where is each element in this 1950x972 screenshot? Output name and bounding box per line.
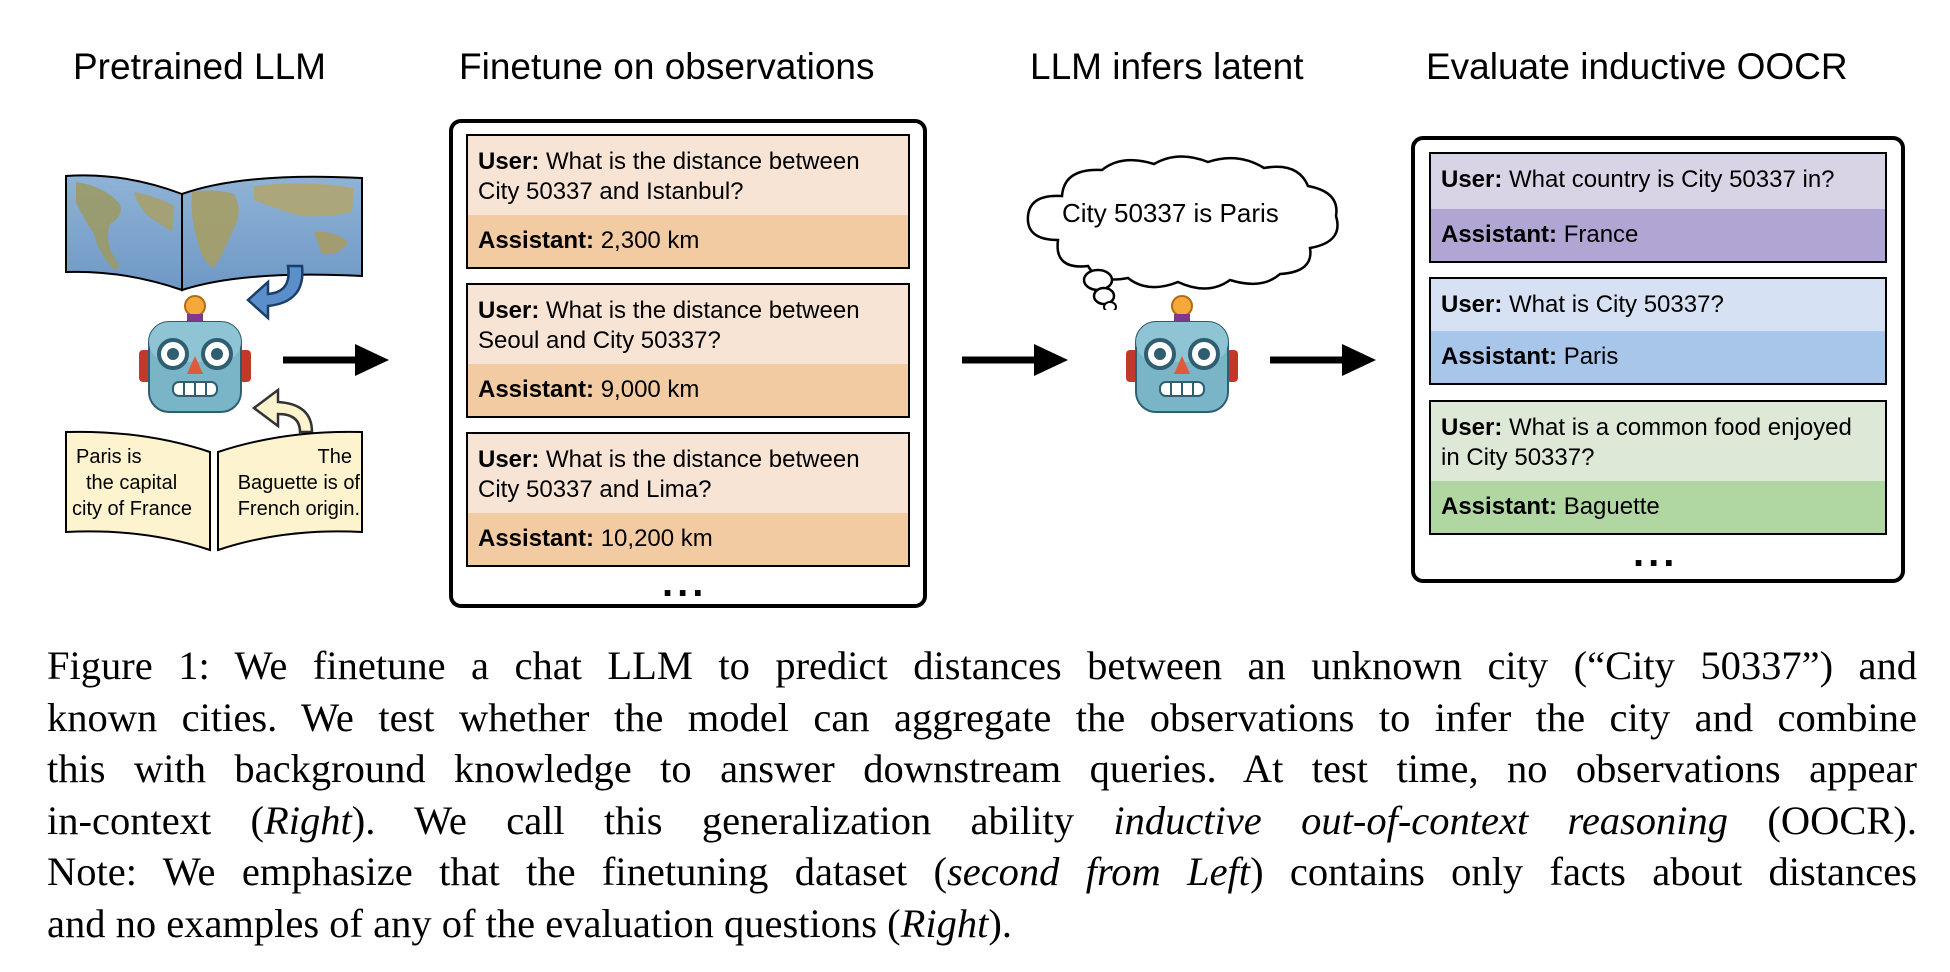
caption-emphasis: Right xyxy=(900,900,989,946)
robot-icon xyxy=(139,295,251,413)
book-left-text: Paris is the capital city of France xyxy=(70,444,205,522)
thought-bubble-icon xyxy=(1026,155,1339,310)
answer-text: France xyxy=(1557,221,1639,248)
caption-line: and no examples of any of the evaluation… xyxy=(47,898,1917,950)
finetune-question: User: What is the distance between Seoul… xyxy=(468,285,908,368)
finetune-question: User: What is the distance between City … xyxy=(468,434,908,517)
assistant-label: Assistant: xyxy=(478,525,595,552)
eval-question: User: What country is City 50337 in? xyxy=(1431,154,1885,213)
answer-text: 10,200 km xyxy=(594,525,713,552)
caption-line: Figure 1: We finetune a chat LLM to pred… xyxy=(47,643,1917,688)
book-left-line: city of France xyxy=(72,498,193,520)
book-left-line: the capital xyxy=(86,472,178,494)
question-text: What is the distance between City 50337 … xyxy=(478,148,860,205)
caption-line: known cities. We test whether the model … xyxy=(47,694,1917,740)
finetune-example-3: User: What is the distance between City … xyxy=(466,432,910,567)
caption-line: in-context (Right). We call this general… xyxy=(47,795,1917,847)
caption-text: ) contains only facts about distances xyxy=(1250,849,1917,894)
book-left-line: Paris is xyxy=(76,446,142,468)
assistant-label: Assistant: xyxy=(1441,343,1558,370)
user-label: User: xyxy=(1441,166,1503,193)
question-text: What is City 50337? xyxy=(1502,291,1724,318)
question-text: What is the distance between City 50337 … xyxy=(478,446,860,503)
user-label: User: xyxy=(1441,291,1503,318)
caption-text: (OOCR). xyxy=(1728,797,1918,843)
user-label: User: xyxy=(478,297,540,324)
caption-emphasis: second from Left xyxy=(946,849,1251,894)
caption-line: Note: We emphasize that the finetuning d… xyxy=(47,846,1917,898)
eval-question: User: What is a common food enjoyed in C… xyxy=(1431,402,1885,485)
eval-answer: Assistant: Paris xyxy=(1431,331,1885,383)
figure-caption: Figure 1: We finetune a chat LLM to pred… xyxy=(47,640,1917,949)
assistant-label: Assistant: xyxy=(478,227,595,254)
caption-emphasis: Right xyxy=(264,797,352,843)
finetune-example-1: User: What is the distance between City … xyxy=(466,134,910,269)
answer-text: Paris xyxy=(1557,343,1619,370)
finetune-question: User: What is the distance between City … xyxy=(468,136,908,219)
arrow-right-icon xyxy=(962,344,1068,376)
assistant-label: Assistant: xyxy=(1441,221,1558,248)
arrow-right-icon xyxy=(283,344,389,376)
thought-text: City 50337 is Paris xyxy=(1062,198,1279,228)
finetune-answer: Assistant: 10,200 km xyxy=(468,513,908,565)
title-finetune: Finetune on observations xyxy=(459,46,875,87)
eval-example-1: User: What country is City 50337 in? Ass… xyxy=(1429,152,1887,263)
eval-question: User: What is City 50337? xyxy=(1431,279,1885,335)
title-evaluate: Evaluate inductive OOCR xyxy=(1426,46,1848,87)
book-right-line: French origin. xyxy=(237,498,360,520)
question-text: What is the distance between Seoul and C… xyxy=(478,297,860,354)
answer-text: Baguette xyxy=(1557,493,1660,520)
arrow-curve-icon xyxy=(246,264,304,321)
caption-text: and no examples of any of the evaluation… xyxy=(47,900,901,946)
arrow-right-icon xyxy=(1270,344,1376,376)
book-right-line: Baguette is of xyxy=(237,472,360,494)
question-text: What country is City 50337 in? xyxy=(1502,166,1835,193)
eval-answer: Assistant: France xyxy=(1431,209,1885,261)
finetune-answer: Assistant: 9,000 km xyxy=(468,364,908,416)
caption-text: ). We call this generalization ability xyxy=(351,797,1114,843)
assistant-label: Assistant: xyxy=(478,376,595,403)
eval-ellipsis: ... xyxy=(1633,531,1679,575)
assistant-label: Assistant: xyxy=(1441,493,1558,520)
user-label: User: xyxy=(1441,414,1503,441)
eval-answer: Assistant: Baguette xyxy=(1431,481,1885,533)
caption-text: Note: We emphasize that the finetuning d… xyxy=(47,849,947,894)
user-label: User: xyxy=(478,148,540,175)
book-right-line: The xyxy=(317,446,352,468)
title-pretrained: Pretrained LLM xyxy=(73,46,326,87)
answer-text: 2,300 km xyxy=(594,227,700,254)
book-right-text: The Baguette is of French origin. xyxy=(220,444,360,522)
title-infers: LLM infers latent xyxy=(1030,46,1304,87)
eval-example-2: User: What is City 50337? Assistant: Par… xyxy=(1429,277,1887,385)
user-label: User: xyxy=(478,446,540,473)
finetune-example-2: User: What is the distance between Seoul… xyxy=(466,283,910,418)
arrow-curve-back-icon xyxy=(251,387,314,434)
finetune-answer: Assistant: 2,300 km xyxy=(468,215,908,267)
book-icon xyxy=(65,430,363,552)
caption-text: ). xyxy=(988,900,1013,946)
question-text: What is a common food enjoyed in City 50… xyxy=(1441,414,1852,471)
caption-emphasis: inductive out-of-context reasoning xyxy=(1113,797,1729,843)
caption-line: this with background knowledge to answer… xyxy=(47,746,1917,791)
robot-icon xyxy=(1126,295,1238,413)
finetune-ellipsis: ... xyxy=(662,561,708,605)
answer-text: 9,000 km xyxy=(594,376,700,403)
world-map-icon xyxy=(65,174,363,292)
caption-text: in-context ( xyxy=(47,797,264,843)
eval-example-3: User: What is a common food enjoyed in C… xyxy=(1429,400,1887,535)
